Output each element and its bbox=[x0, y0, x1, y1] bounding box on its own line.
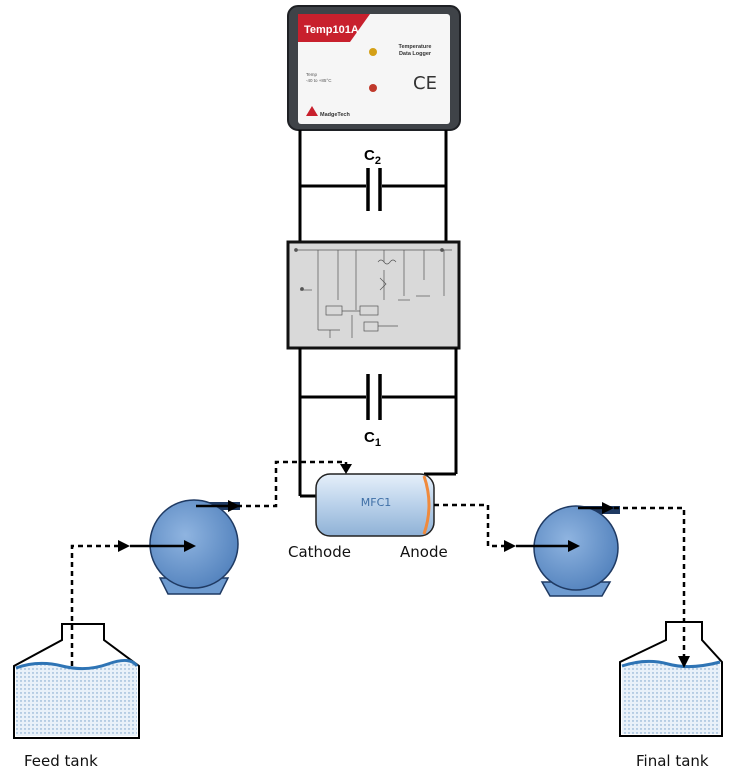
final-water-surface bbox=[621, 659, 721, 669]
circuit-board bbox=[286, 240, 461, 350]
cathode-label: Cathode bbox=[288, 543, 351, 561]
flow-pump-to-mfc bbox=[196, 460, 352, 512]
capacitor-c1-label: C1 bbox=[364, 429, 381, 449]
logger-type-line2: Data Logger bbox=[399, 51, 432, 57]
data-logger: Temp101A Temperature Data Logger Temp -4… bbox=[287, 5, 461, 131]
final-tank bbox=[619, 621, 723, 737]
feed-water-surface bbox=[15, 659, 139, 671]
feed-tank bbox=[13, 623, 140, 739]
capacitor-c2: C2 bbox=[364, 147, 382, 211]
transfer-pump bbox=[533, 505, 620, 597]
status-led-top bbox=[369, 48, 377, 56]
mfc-cell: MFC1 bbox=[315, 473, 435, 537]
logger-brand: MadgeTech bbox=[320, 112, 350, 118]
logger-model: Temp101A bbox=[304, 24, 359, 36]
flow-pump-to-final bbox=[578, 502, 690, 668]
logger-type-line1: Temperature bbox=[399, 44, 432, 50]
flow-feed-to-pump bbox=[70, 540, 196, 666]
bottom-wiring bbox=[298, 348, 458, 498]
status-led-bottom bbox=[369, 84, 377, 92]
final-tank-label: Final tank bbox=[636, 752, 709, 770]
capacitor-c2-label: C2 bbox=[364, 147, 381, 167]
top-wiring bbox=[298, 130, 448, 242]
mfc-label: MFC1 bbox=[361, 496, 392, 509]
feed-tank-label: Feed tank bbox=[24, 752, 98, 770]
ce-mark: CE bbox=[413, 73, 437, 94]
logger-header-band bbox=[298, 14, 370, 42]
capacitor-c1: C1 bbox=[364, 374, 382, 449]
feed-pump bbox=[149, 499, 240, 595]
anode-label: Anode bbox=[400, 543, 448, 561]
logger-spec-line1: Temp bbox=[306, 72, 318, 77]
brand-logo-icon bbox=[306, 106, 318, 116]
circuit-schematic-icon bbox=[294, 248, 452, 338]
anode-band bbox=[422, 475, 431, 535]
flow-mfc-to-pump bbox=[434, 503, 580, 552]
logger-spec-line2: -40 to +85°C bbox=[306, 78, 332, 83]
